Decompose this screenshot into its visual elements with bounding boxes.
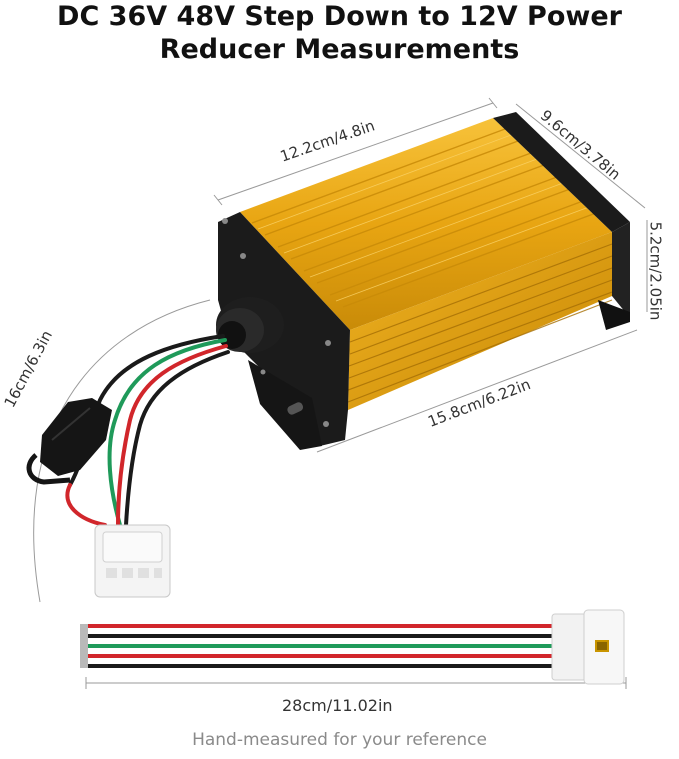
page-title: DC 36V 48V Step Down to 12V Power Reduce… (0, 0, 679, 66)
converter-housing (240, 112, 630, 410)
title-line-1: DC 36V 48V Step Down to 12V Power (57, 1, 622, 32)
connector-plug (94, 524, 171, 598)
left-end-plate (218, 212, 350, 450)
output-wires (65, 334, 230, 527)
footer-note: Hand-measured for your reference (192, 730, 487, 750)
dimension-height: 5.2cm/2.05in (646, 221, 665, 321)
dimension-lines (33, 97, 648, 689)
cable-gland (216, 297, 284, 353)
dimension-wire-length: 28cm/11.02in (282, 696, 393, 715)
title-line-2: Reducer Measurements (159, 34, 520, 65)
fuse-holder (26, 398, 112, 485)
wire-harness (80, 609, 625, 685)
